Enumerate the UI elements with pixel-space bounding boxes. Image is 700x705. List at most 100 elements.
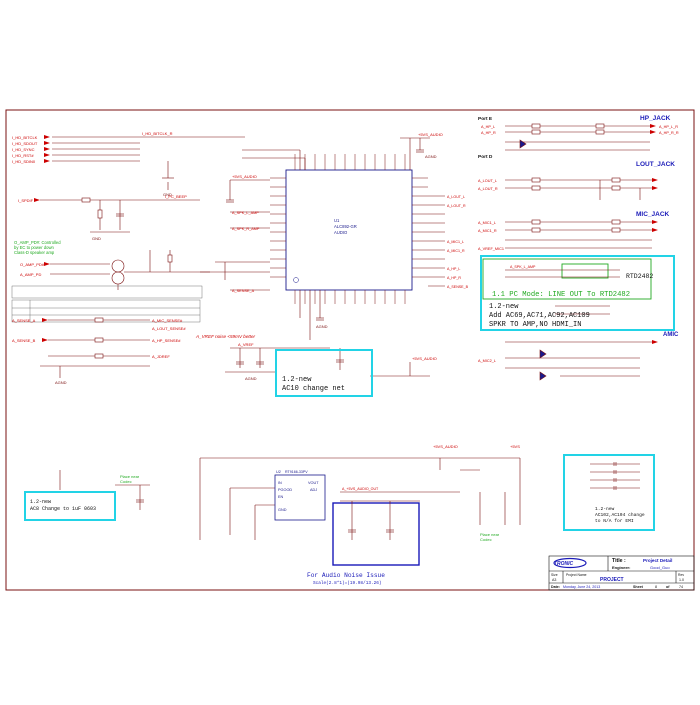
net-pc-beep: I_PC_BEEP xyxy=(165,194,187,199)
net-hd-bitclk-r: I_HD_BITCLK_R xyxy=(142,131,173,136)
lout-jack-wires xyxy=(505,177,652,200)
net-hp-sense: A_HP_SENSE# xyxy=(152,338,181,343)
ac102-note-3: to N/A for EMI xyxy=(595,518,634,524)
net-amp-pd: O_AMP_PD# xyxy=(20,262,45,267)
config-table xyxy=(11,285,203,323)
sense-lines xyxy=(40,317,150,378)
agnd-label-3: AGND xyxy=(245,376,257,381)
spk-note-2: Add AC69,AC71,AC92,AC109 xyxy=(489,312,590,320)
amp-ctrl-note-3: Class-D speaker amp xyxy=(14,250,55,255)
date-label: Date: xyxy=(551,585,560,589)
gnd-label-2: GND xyxy=(92,236,101,241)
gnd-label-1: GND xyxy=(163,192,172,197)
heading-hp-jack: HP_JACK xyxy=(640,115,671,122)
net-mic-l: A_MIC1_L xyxy=(478,221,496,225)
proj-value: PROJECT xyxy=(600,577,624,583)
net-sense-b: A_SENSE_B xyxy=(12,338,36,343)
ac102-note-1: 1.2-new xyxy=(595,506,615,512)
ac8-wires xyxy=(59,470,150,510)
reg-pin-in: IN xyxy=(278,481,282,485)
net-mic2: A_MIC2_L xyxy=(478,359,496,363)
net-mic-l-codec: A_MIC1_L xyxy=(447,240,464,244)
noise-caps xyxy=(348,501,394,540)
net-mic-sense: A_MIC_SENSE# xyxy=(152,318,183,323)
mic-r-arrow xyxy=(652,228,658,232)
codec-bottom-wires xyxy=(225,290,430,377)
hp-jack-wires xyxy=(505,123,650,151)
net-hp-r: A_HP_R xyxy=(481,131,496,135)
regulator-ic xyxy=(274,474,326,521)
net-hd-sdout: I_HD_SDOUT xyxy=(12,141,38,146)
ac10-note-1: 1.2-new xyxy=(282,376,312,384)
vref-noise-note: A_VREF noise <59mV better xyxy=(195,334,255,339)
net-sense-b-codec: A_SENSE_B xyxy=(447,285,469,289)
spdif-arrow xyxy=(34,198,40,202)
codec-top-wires xyxy=(242,137,430,170)
rtd-label: RTD2482 xyxy=(626,273,653,280)
spk-amp-wires xyxy=(505,269,620,315)
net-lout-l: A_LOUT_L xyxy=(478,179,497,183)
net-lout-l-codec: A_LOUT_L xyxy=(447,195,465,199)
title-block xyxy=(548,555,695,591)
net-reg-vout: A_+5VS_AUDIO_OUT xyxy=(342,487,379,491)
ac102-note-box xyxy=(563,454,655,531)
date-value: Monday, June 24, 2013 xyxy=(563,585,600,589)
sense-a-arrow xyxy=(42,318,48,322)
sheet-label: Sheet xyxy=(633,585,644,589)
net-hd-rst: I_HD_RST# xyxy=(12,153,34,158)
net-spdif: I_SPDIF xyxy=(18,198,34,203)
reg-pin-gnd: GND xyxy=(278,508,287,512)
codec-part: ALC892-GR xyxy=(334,224,357,229)
net-amp-pd-out: A_AMP_PD xyxy=(20,272,41,277)
place-close-2: Codec xyxy=(120,479,132,484)
lout-r-arrow xyxy=(652,186,658,190)
ac8-note-1: 1.2-new xyxy=(30,499,51,505)
spk-note-3: SPKR TO AMP,NO HDMI_IN xyxy=(489,321,581,329)
lout-l-arrow xyxy=(652,178,658,182)
mic-l-arrow xyxy=(652,220,658,224)
spk-amp-note-box xyxy=(480,255,675,331)
ac8-note-2: AC8 Change to 1uF 0603 xyxy=(30,506,96,512)
net-dvdd-top: +5VS_AUDIO xyxy=(418,132,443,137)
net-lout-r-codec: A_LOUT_R xyxy=(447,204,466,208)
net-mic-r: A_MIC1_R xyxy=(478,229,497,233)
of-label: of xyxy=(666,585,670,589)
hp-l-arrow xyxy=(650,124,656,128)
net-lout-r: A_LOUT_R xyxy=(478,187,498,191)
codec-right-wires xyxy=(428,195,445,287)
heading-mic-jack: MIC_JACK xyxy=(636,211,670,218)
amp-ctrl-note-1: O_AMP_PD#: Controlled xyxy=(14,240,61,245)
net-sense-a: A_SENSE_A xyxy=(12,318,36,323)
title-label: Title : xyxy=(612,558,626,564)
ac8-note-box xyxy=(24,491,116,521)
sheet-value: 8 xyxy=(655,585,657,589)
regulator-wires xyxy=(199,457,521,540)
place-close-4: Codec xyxy=(480,537,492,542)
net-hd-bitclk: I_HD_BITCLK xyxy=(12,135,38,140)
codec-left-wires xyxy=(200,179,270,291)
amic-wires xyxy=(505,341,652,381)
net-spk-r-codec: A_SPK_R_AMP xyxy=(232,227,260,231)
company-logo: TRONIC xyxy=(553,557,587,569)
agnd-label-4: AGND xyxy=(316,324,328,329)
net-5vs-audio-bottom: +5VS_AUDIO xyxy=(433,444,458,449)
net-5vs-bottom: +5VS xyxy=(510,444,520,449)
agnd-label-2: AGND xyxy=(425,154,437,159)
net-hd-sdin0: I_HD_SDIN0 xyxy=(12,159,36,164)
regulator-ref: U2 xyxy=(276,470,281,474)
sheet-border xyxy=(5,109,695,591)
net-spk-l-codec: A_SPK_L_AMP xyxy=(232,211,259,215)
amic-arrow xyxy=(652,340,658,344)
heading-port-e: Port E xyxy=(478,116,493,122)
ac10-note-2: AC10 change net xyxy=(282,385,345,393)
company-name: TRONIC xyxy=(554,561,574,567)
ac102-note-2: AC102,AC104 change xyxy=(595,512,645,518)
codec-desc: AUDIO xyxy=(334,230,348,235)
net-sense-a-codec: A_SENSE_A xyxy=(232,289,255,293)
of-value: 74 xyxy=(679,585,683,589)
hp-r-arrow xyxy=(650,130,656,134)
net-lout-sense: A_LOUT_SENSE# xyxy=(152,326,186,331)
rtd-box xyxy=(561,263,609,279)
